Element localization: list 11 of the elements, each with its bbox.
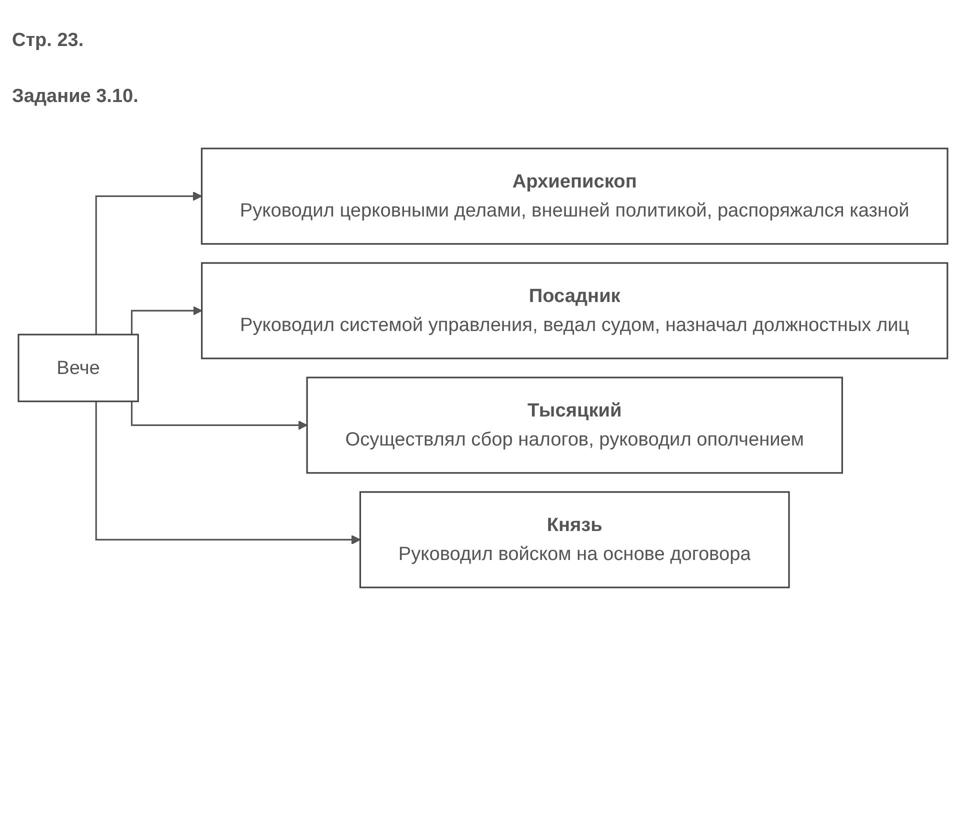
role-box: Посадник Руководил системой управления, ведал судом, назначал должностных лиц [201, 262, 948, 360]
role-box: Князь Руководил войском на основе договора [359, 491, 790, 588]
arrow [130, 306, 202, 335]
arrow [95, 192, 202, 335]
page-label: Задание 3.10. [12, 86, 138, 108]
role-box: Тысяцкий Осуществлял сбор налогов, руководил ополчением [306, 376, 843, 474]
arrow [95, 401, 361, 544]
role-box: Архиепископ Руководил церковными делами, внешней политикой, распоряжался казной [200, 148, 948, 245]
arrow [130, 401, 308, 430]
page-label: Стр. 23. [12, 30, 84, 52]
role-box: Вече [18, 334, 139, 402]
